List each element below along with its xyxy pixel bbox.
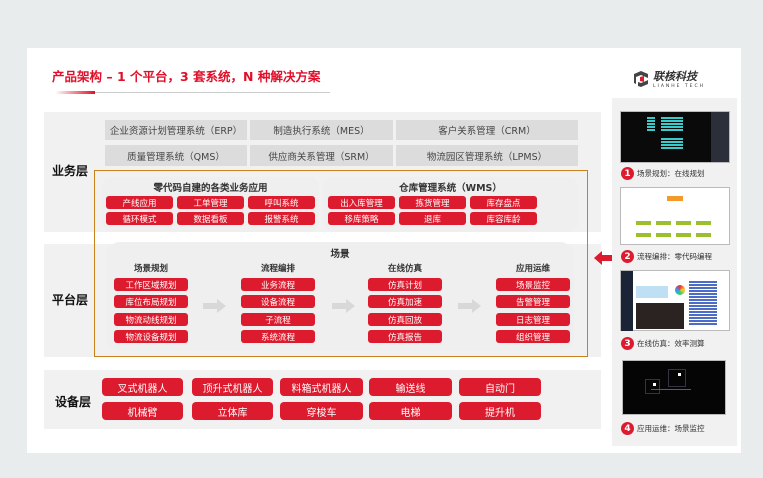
device-button[interactable]: 叉式机器人 — [102, 378, 183, 396]
app-button[interactable]: 报警系统 — [248, 212, 315, 225]
scene-column-title: 在线仿真 — [387, 264, 422, 274]
caption-text: 在线仿真：效率测算 — [637, 339, 705, 348]
device-button[interactable]: 自动门 — [459, 378, 541, 396]
device-button[interactable]: 料箱式机器人 — [280, 378, 363, 396]
scene-item-button[interactable]: 仿真加速 — [368, 295, 442, 308]
wms-button[interactable]: 移库策略 — [328, 212, 395, 225]
device-button[interactable]: 顶升式机器人 — [192, 378, 273, 396]
scene-item-button[interactable]: 告警管理 — [496, 295, 570, 308]
wms-button[interactable]: 库容库龄 — [470, 212, 537, 225]
logo-subtitle: LIANHE TECH — [653, 84, 706, 89]
scene-title: 场景 — [330, 249, 350, 260]
device-button[interactable]: 机械臂 — [102, 402, 183, 420]
caption-text: 场景规划：在线规划 — [637, 169, 705, 178]
scene-item-button[interactable]: 系统流程 — [241, 330, 315, 343]
app-operations-thumbnail[interactable] — [622, 360, 726, 415]
scene-column-title: 场景规划 — [133, 264, 168, 274]
pointer-arrow-icon — [594, 251, 614, 265]
platform-layer-label: 平台层 — [52, 293, 89, 307]
online-simulation-thumbnail[interactable] — [620, 270, 730, 331]
scene-item-button[interactable]: 场景监控 — [496, 278, 570, 291]
system-mes: 制造执行系统（MES） — [250, 120, 393, 140]
app-button[interactable]: 工单管理 — [177, 196, 244, 209]
page-title: 产品架构 – 1 个平台，3 套系统，N 种解决方案 — [52, 69, 321, 84]
step-number: 4 — [621, 422, 634, 435]
title-underline — [55, 92, 330, 93]
wms-button[interactable]: 拣货管理 — [399, 196, 466, 209]
logo: 联核科技 LIANHE TECH — [632, 68, 705, 89]
system-srm: 供应商关系管理（SRM） — [250, 145, 393, 166]
flow-orchestration-thumbnail[interactable] — [620, 187, 730, 245]
scene-column-title: 应用运维 — [515, 264, 550, 274]
scene-planning-thumbnail[interactable] — [620, 111, 730, 163]
wms-button[interactable]: 退库 — [399, 212, 466, 225]
app-button[interactable]: 呼叫系统 — [248, 196, 315, 209]
scene-item-button[interactable]: 设备流程 — [241, 295, 315, 308]
logo-name: 联核科技 — [653, 70, 697, 83]
logo-mark-icon — [634, 70, 648, 87]
scene-item-button[interactable]: 业务流程 — [241, 278, 315, 291]
device-button[interactable]: 电梯 — [369, 402, 452, 420]
step-number: 1 — [621, 167, 634, 180]
scene-item-button[interactable]: 仿真报告 — [368, 330, 442, 343]
flow-arrow-icon — [458, 299, 481, 313]
wms-title: 仓库管理系统（WMS） — [399, 183, 502, 194]
business-layer-label: 业务层 — [52, 164, 89, 178]
step-number: 2 — [621, 250, 634, 263]
caption-text: 流程编排：零代码编程 — [637, 252, 712, 261]
platform-frame — [94, 170, 588, 357]
system-crm: 客户关系管理（CRM） — [396, 120, 578, 140]
system-qms: 质量管理系统（QMS） — [105, 145, 247, 166]
app-button[interactable]: 产线应用 — [106, 196, 173, 209]
app-button[interactable]: 循环模式 — [106, 212, 173, 225]
caption-text: 应用运维：场景监控 — [637, 424, 705, 433]
scene-item-button[interactable]: 仿真回放 — [368, 313, 442, 326]
device-layer-label: 设备层 — [55, 395, 92, 409]
device-button[interactable]: 输送线 — [369, 378, 452, 396]
device-button[interactable]: 穿梭车 — [280, 402, 363, 420]
device-button[interactable]: 提升机 — [459, 402, 541, 420]
scene-item-button[interactable]: 组织管理 — [496, 330, 570, 343]
scene-item-button[interactable]: 子流程 — [241, 313, 315, 326]
flow-arrow-icon — [203, 299, 226, 313]
device-button[interactable]: 立体库 — [192, 402, 273, 420]
flow-arrow-icon — [332, 299, 355, 313]
scene-item-button[interactable]: 物流设备规划 — [114, 330, 188, 343]
app-button[interactable]: 数据看板 — [177, 212, 244, 225]
step-number: 3 — [621, 337, 634, 350]
wms-button[interactable]: 出入库管理 — [328, 196, 395, 209]
scene-column-title: 流程编排 — [260, 264, 295, 274]
system-erp: 企业资源计划管理系统（ERP） — [105, 120, 247, 140]
scene-item-button[interactable]: 工作区域规划 — [114, 278, 188, 291]
scene-item-button[interactable]: 物流动线规划 — [114, 313, 188, 326]
wms-button[interactable]: 库存盘点 — [470, 196, 537, 209]
scene-item-button[interactable]: 日志管理 — [496, 313, 570, 326]
system-lpms: 物流园区管理系统（LPMS） — [396, 145, 578, 166]
scene-item-button[interactable]: 仿真计划 — [368, 278, 442, 291]
scene-item-button[interactable]: 库位布局规划 — [114, 295, 188, 308]
title-underline-accent — [55, 91, 95, 94]
business-apps-title: 零代码自建的各类业务应用 — [153, 183, 268, 194]
